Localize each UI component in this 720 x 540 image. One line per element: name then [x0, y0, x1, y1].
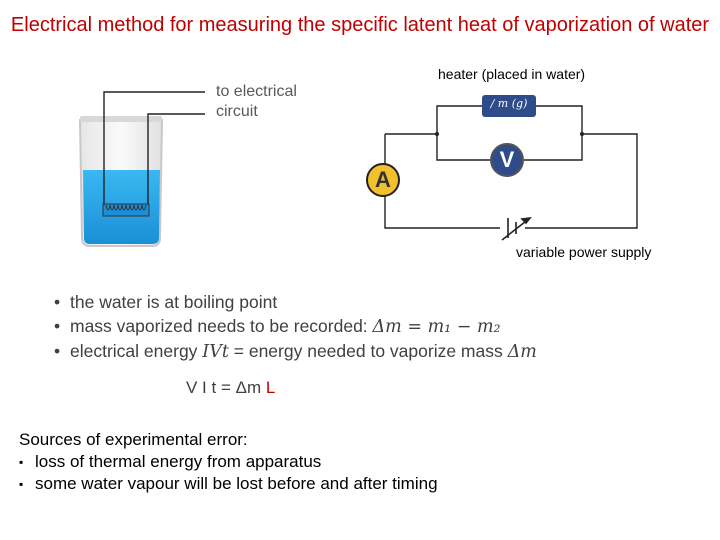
heater-symbol: / m (g)	[490, 97, 528, 110]
bullet-2-formula: Δm = m₁ − m₂	[372, 317, 501, 337]
bullet-2: mass vaporized needs to be recorded: Δm …	[54, 314, 537, 339]
beaker-label-line2: circuit	[216, 103, 258, 120]
error-sources: Sources of experimental error: loss of t…	[19, 429, 438, 495]
bullet-2-text: mass vaporized needs to be recorded:	[70, 316, 373, 336]
error-source-item: loss of thermal energy from apparatus	[19, 451, 438, 473]
bullet-3-formula-b: Δm	[507, 342, 537, 362]
equation: V I t = Δm L	[186, 378, 275, 398]
bullet-list: the water is at boiling point mass vapor…	[54, 290, 537, 364]
error-sources-heading: Sources of experimental error:	[19, 430, 248, 449]
voltmeter: V	[490, 143, 524, 177]
beaker	[78, 116, 164, 247]
bullet-3-formula-a: IVt	[202, 342, 229, 362]
heater-resistor	[482, 95, 536, 117]
page-title: Electrical method for measuring the spec…	[10, 14, 710, 36]
error-source-item: some water vapour will be lost before an…	[19, 473, 438, 495]
equation-lhs: V I t = Δm	[186, 378, 266, 397]
ammeter: A	[366, 163, 400, 197]
bullet-1: the water is at boiling point	[54, 290, 537, 314]
bullet-3-text-b: = energy needed to vaporize mass	[228, 341, 508, 361]
bullet-1-text: the water is at boiling point	[70, 292, 278, 312]
heater-wires	[103, 91, 205, 212]
heater-coil	[102, 203, 150, 217]
heater-label: heater (placed in water)	[438, 66, 586, 82]
beaker-label-line1: to electrical	[216, 83, 297, 100]
equation-unit: L	[265, 378, 276, 397]
power-supply-label: variable power supply	[516, 244, 652, 260]
bullet-3-text-a: electrical energy	[70, 341, 203, 361]
variable-power-supply-symbol	[501, 216, 532, 241]
bullet-3: electrical energy IVt = energy needed to…	[54, 339, 537, 364]
